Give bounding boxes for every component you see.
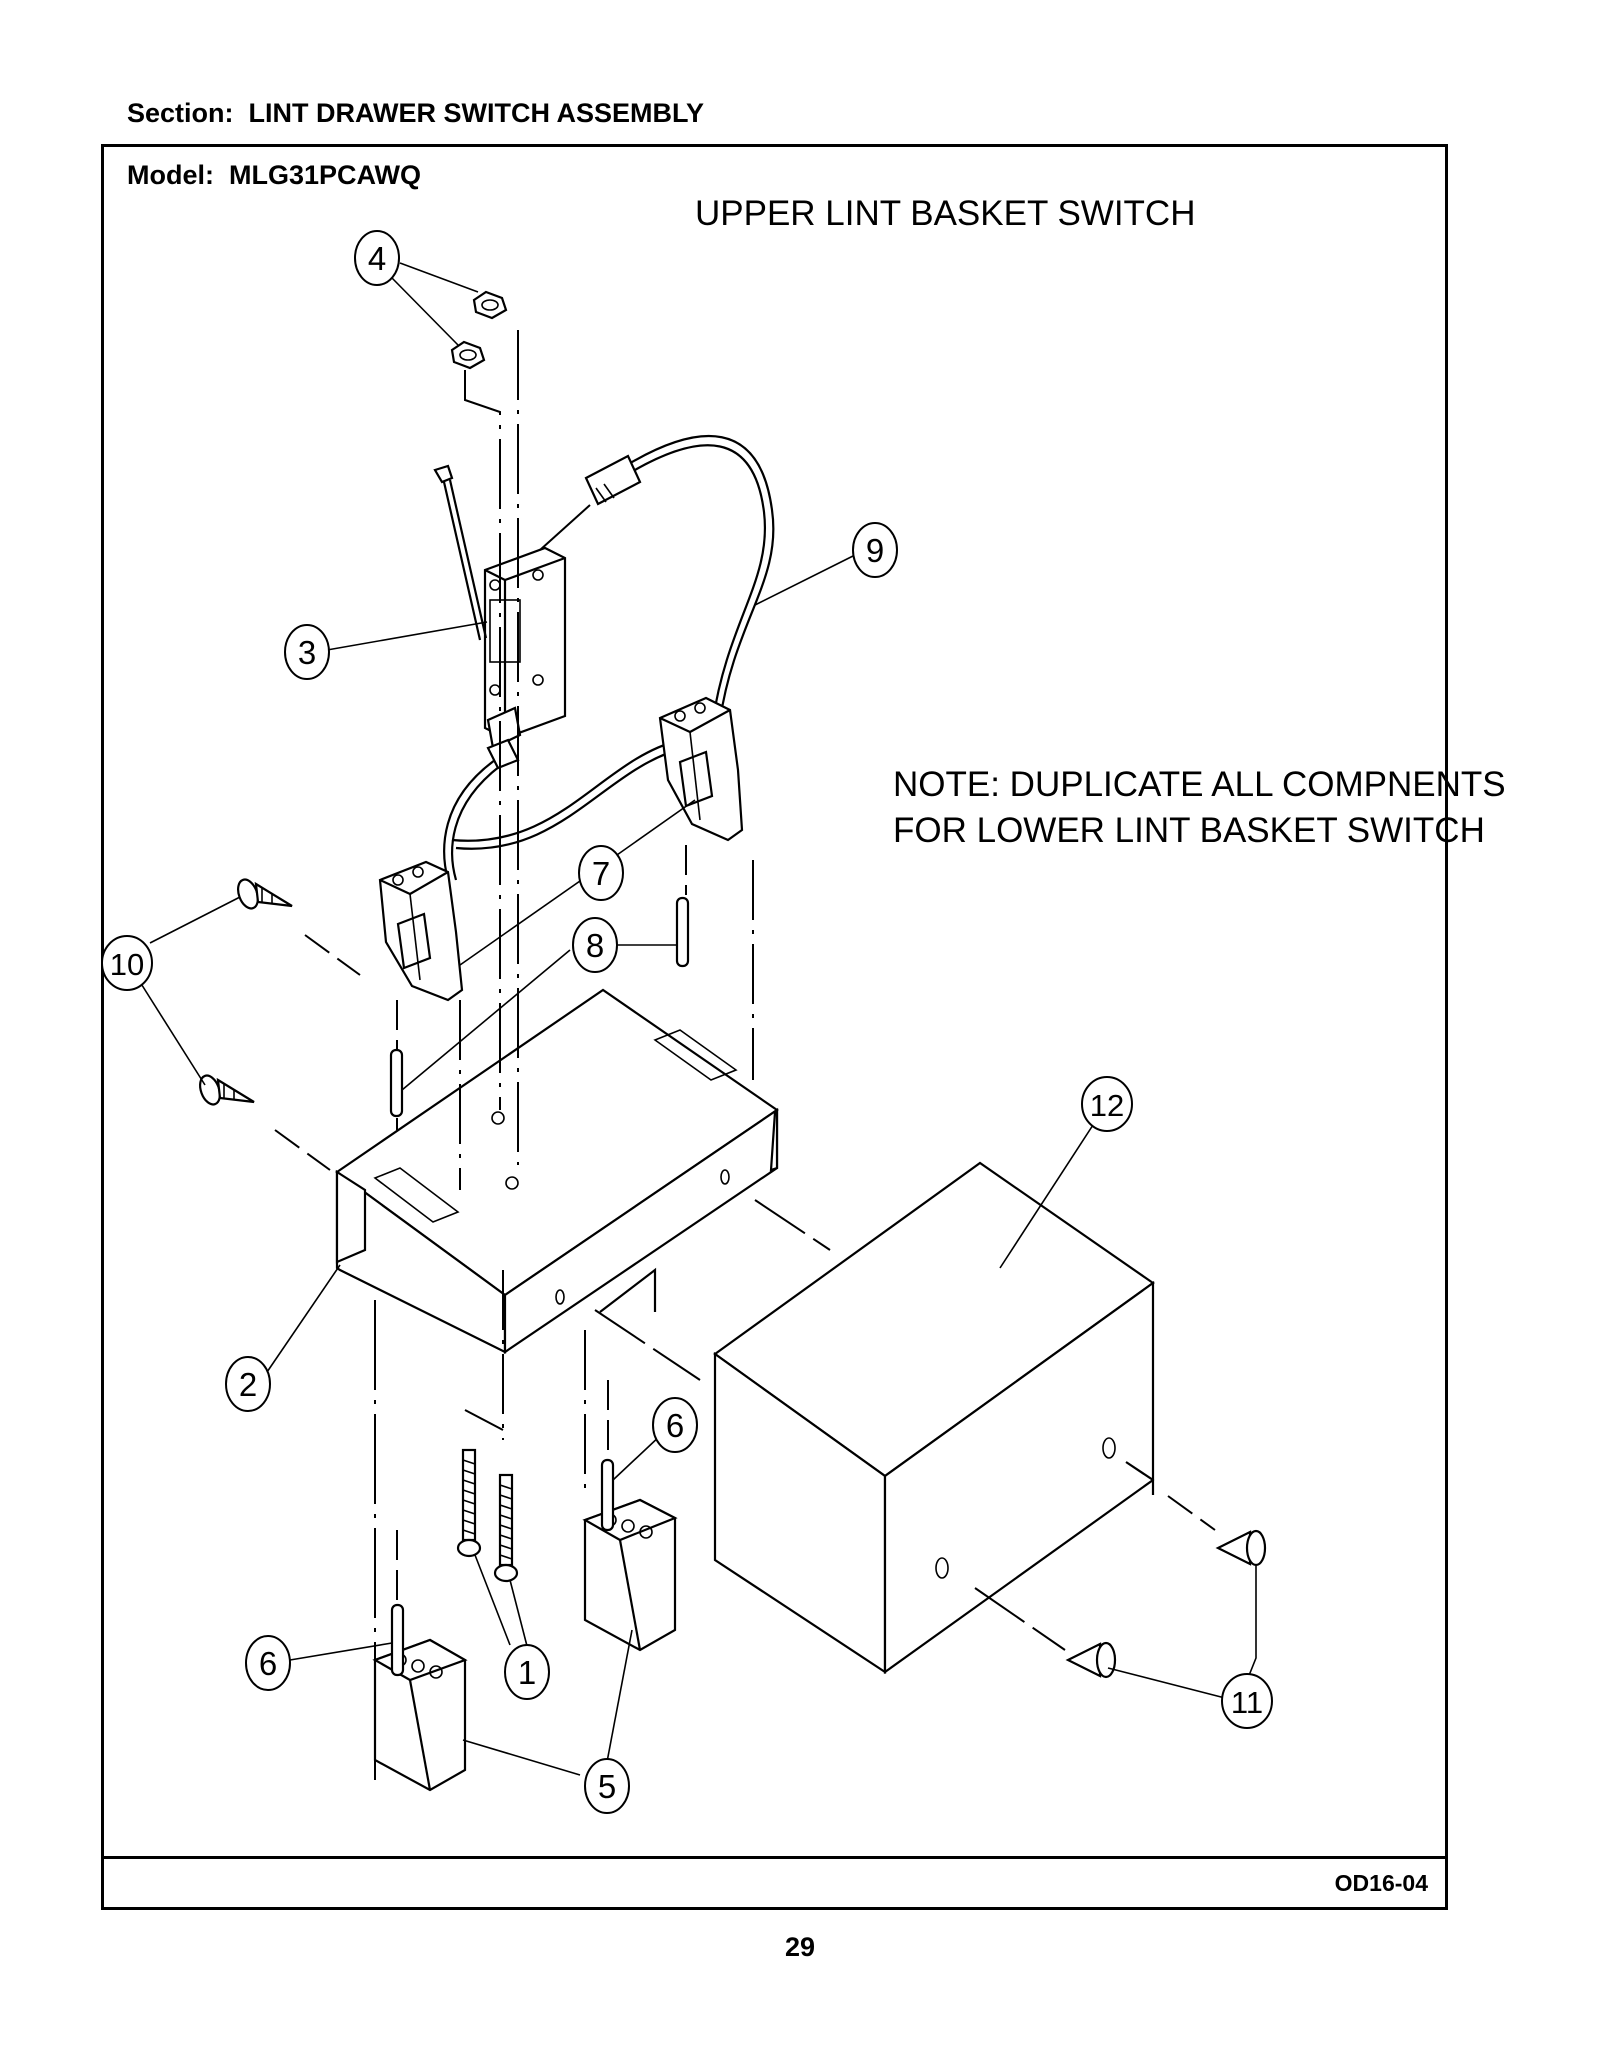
note-line-1: NOTE: DUPLICATE ALL COMPNENTS [893,765,1506,804]
svg-text:6: 6 [666,1407,684,1444]
diagram-frame [101,144,1448,1910]
svg-text:10: 10 [110,947,144,982]
callout-4: 4 [354,230,400,286]
part-10-screw-upper [237,878,293,910]
callout-11: 11 [1221,1673,1273,1729]
callout-2: 2 [225,1356,271,1412]
part-8-pin-right [675,896,690,968]
part-2-bracket [335,988,779,1355]
callout-3: 3 [284,624,330,680]
part-11-rivet-lower [1065,1641,1117,1679]
part-6-pin-left [390,1603,405,1677]
part-1-screw-left [456,1448,482,1558]
diagram-title: UPPER LINT BASKET SWITCH [695,194,1195,233]
svg-text:2: 2 [239,1366,257,1403]
svg-text:3: 3 [298,634,316,671]
part-4-nut-lower [450,340,486,370]
svg-text:8: 8 [586,927,604,964]
note-line-2: FOR LOWER LINT BASKET SWITCH [893,811,1485,850]
callout-7: 7 [578,845,624,901]
svg-text:9: 9 [866,532,884,569]
callout-8: 8 [572,917,618,973]
callout-6-right: 6 [652,1397,698,1453]
footer-divider [101,1856,1448,1859]
drawing-code: OD16-04 [1334,1870,1428,1896]
svg-text:1: 1 [518,1654,536,1691]
section-title: Section: LINT DRAWER SWITCH ASSEMBLY [127,98,705,128]
svg-text:7: 7 [592,855,610,892]
part-12-cover [713,1161,1155,1675]
svg-text:12: 12 [1090,1088,1124,1123]
part-10-screw-lower [199,1074,255,1106]
part-5-connector-right [582,1498,678,1652]
model-label: Model: MLG31PCAWQ [127,160,422,190]
callout-1: 1 [504,1644,550,1700]
svg-text:6: 6 [259,1645,277,1682]
assembly-centerlines [274,330,1216,1780]
part-9-wire-harness [443,434,775,881]
callout-10: 10 [101,935,153,991]
callout-5: 5 [584,1758,630,1814]
part-8-pin-left [389,1048,404,1118]
callout-9: 9 [852,522,898,578]
part-5-connector-left [372,1638,468,1792]
leader-lines [139,262,1257,1776]
svg-text:11: 11 [1231,1685,1263,1720]
part-4-nut-upper [472,290,508,320]
page-number: 29 [784,1932,816,1962]
part-11-rivet-upper [1215,1529,1267,1567]
callout-6-left: 6 [245,1635,291,1691]
svg-text:5: 5 [598,1768,616,1805]
part-7-terminal-housing-left [378,860,464,1002]
svg-text:4: 4 [368,240,386,277]
part-3-switch [433,464,567,750]
callout-12: 12 [1081,1076,1133,1132]
part-1-screw-right [493,1473,519,1583]
part-7-terminal-housing-right [658,696,744,842]
part-6-pin-right [600,1458,615,1532]
